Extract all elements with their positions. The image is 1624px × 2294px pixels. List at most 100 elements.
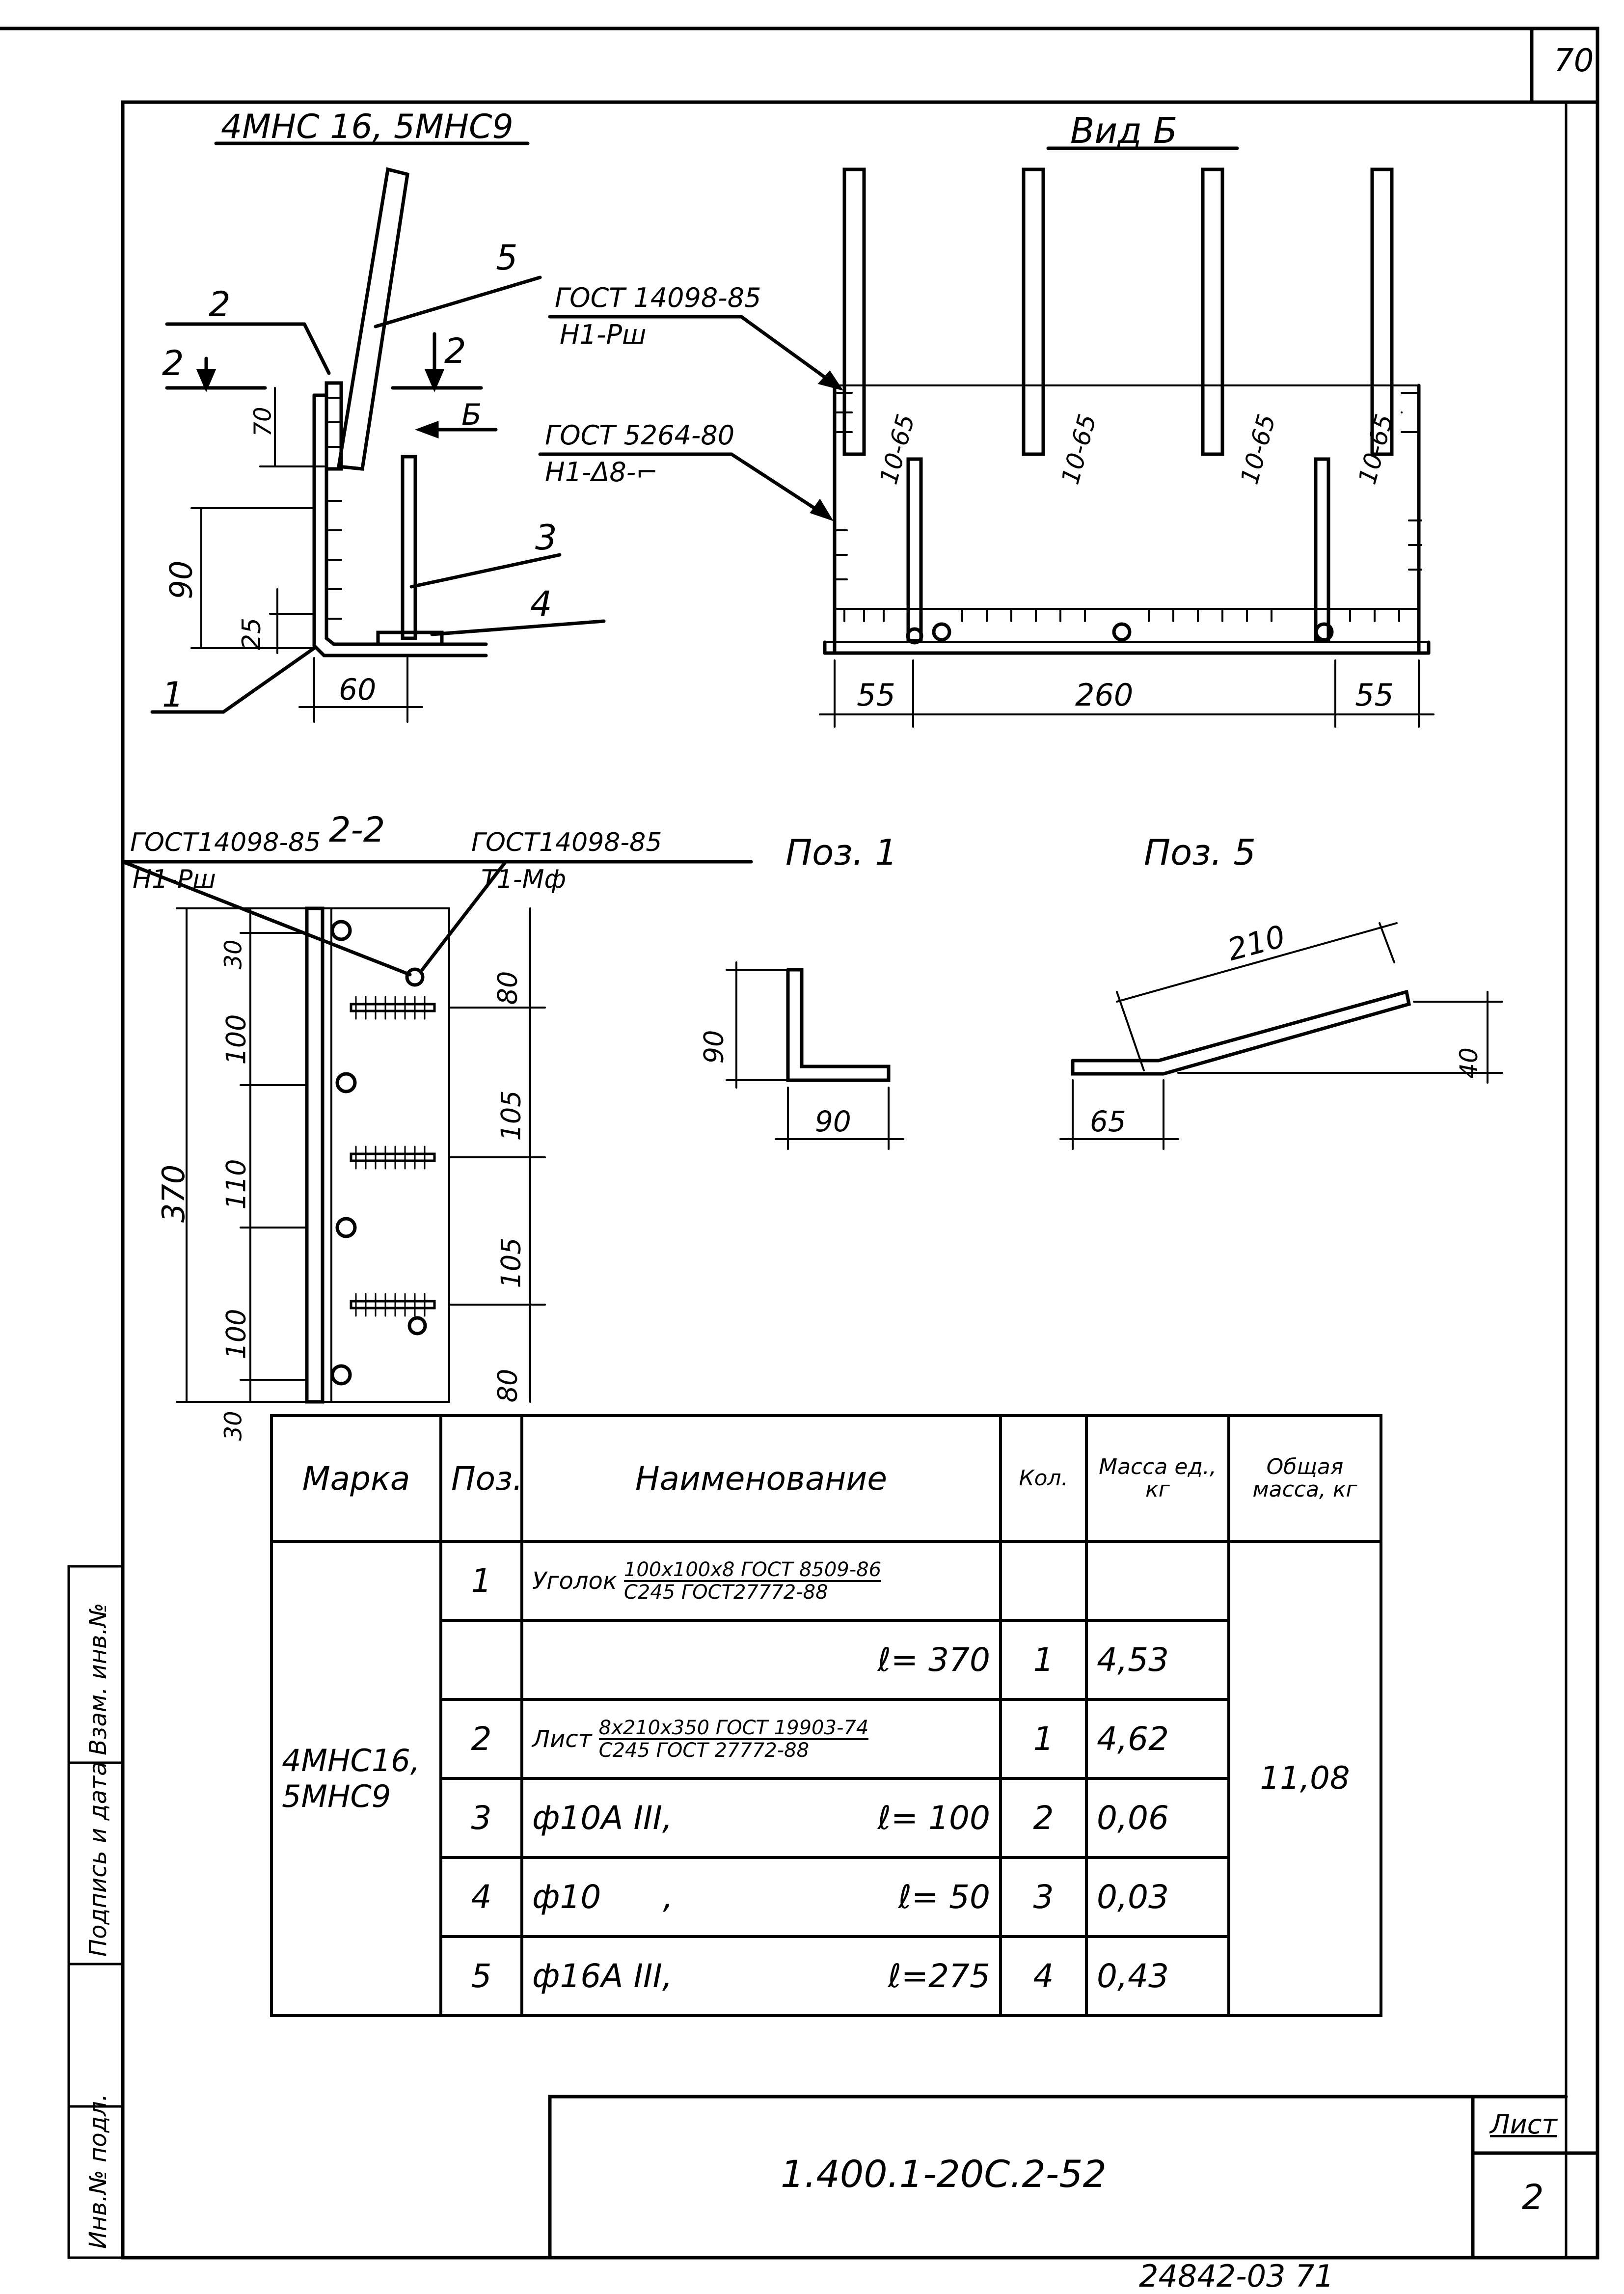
poz5-title: Поз. 5 (1144, 832, 1256, 873)
cell-mass: 4,53 (1085, 1619, 1230, 1701)
document-code: 1.400.1-20C.2-52 (781, 2152, 1107, 2196)
cell-kol: 3 (999, 1856, 1088, 1938)
sheet-label: Лист (1490, 2109, 1557, 2140)
main-view-title: 4МНС 16, 5МНС9 (221, 108, 514, 146)
sec-weld-right: ГОСТ14098-85 (471, 828, 662, 857)
sec-dim-370: 370 (156, 1164, 192, 1223)
title-block (548, 2095, 1568, 2260)
cut-label-left: 2 (162, 343, 184, 383)
cell-len: ℓ=275 (888, 1957, 990, 1995)
col-marka: Марка (270, 1414, 442, 1543)
cell-len: ℓ= 100 (877, 1799, 990, 1837)
leader-3: 3 (535, 518, 557, 558)
cell-name-main: ф16А III, (532, 1957, 673, 1995)
sec-dim-30-bottom: 30 (219, 1411, 247, 1441)
leader-5: 5 (496, 238, 518, 278)
sec-weld-left-sub: Н1-Рш (133, 865, 216, 894)
poz1-dim-90-h: 90 (815, 1105, 851, 1138)
cell-poz (439, 1619, 523, 1701)
poz1-drawing (726, 961, 904, 1150)
cell-poz: 5 (439, 1935, 523, 2017)
weld-note-gost5264-sub: Н1-Δ8-⌐ (545, 457, 658, 488)
cell-mass (1085, 1540, 1230, 1622)
cell-name-main: ф10А III, (532, 1799, 673, 1837)
dim-60: 60 (339, 673, 377, 707)
table-header-row: Марка Поз. Наименование Кол. Масса ед., … (270, 1414, 1382, 1543)
specification-table: Марка Поз. Наименование Кол. Масса ед., … (270, 1414, 1382, 2017)
cell-kol: 4 (999, 1935, 1088, 2017)
sec-dim-105-b: 105 (495, 1237, 527, 1288)
sec-dim-105-a: 105 (495, 1090, 527, 1141)
cell-kol: 2 (999, 1777, 1088, 1859)
sec-dim-80-bottom: 80 (492, 1368, 523, 1403)
sheet-number: 2 (1522, 2177, 1544, 2217)
dim-260: 260 (1075, 677, 1134, 713)
cell-poz: 4 (439, 1856, 523, 1938)
sec-dim-30-top: 30 (219, 939, 247, 970)
cell-len: ℓ= 370 (520, 1619, 1002, 1701)
dim-25: 25 (237, 617, 267, 651)
cell-poz: 1 (439, 1540, 523, 1622)
stamp-podpis-data: Подпись и дата (84, 1761, 112, 1957)
cell-poz: 3 (439, 1777, 523, 1859)
cell-name: ф10 ,ℓ= 50 (520, 1856, 1002, 1938)
side-stamp (67, 1565, 124, 2259)
weld-note-gost5264: ГОСТ 5264-80 (545, 420, 735, 451)
poz1-dim-90-v: 90 (698, 1030, 730, 1064)
table-row: 3 ф10А III, ℓ= 100 2 0,06 (271, 1777, 1381, 1859)
cut-label-right: 2 (444, 331, 466, 371)
stamp-vzam-inv: Взам. инв.№ (84, 1603, 112, 1755)
cell-kol (999, 1540, 1088, 1622)
weld-note-gost14098-sub: Н1-Рш (560, 319, 647, 350)
cell-name-top: 100х100х8 ГОСТ 8509-86 (623, 1558, 882, 1582)
cell-name-main: ф10 , (532, 1878, 674, 1916)
cell-mass: 0,43 (1085, 1935, 1230, 2017)
sec-dim-100-bottom: 100 (220, 1309, 252, 1360)
main-frame (121, 100, 1599, 2260)
table-row: 4 ф10 ,ℓ= 50 3 0,03 (271, 1856, 1381, 1938)
section-2-2 (121, 860, 753, 1404)
sec-dim-80-top: 80 (492, 971, 523, 1005)
cell-name-main: Лист (532, 1725, 592, 1753)
sec-weld-left: ГОСТ14098-85 (130, 828, 321, 857)
bottom-code: 24842-03 71 (1139, 2258, 1334, 2294)
dim-55-left: 55 (857, 677, 895, 713)
col-mass-ed: Масса ед., кг (1085, 1414, 1230, 1543)
col-kol: Кол. (999, 1414, 1088, 1543)
stamp-inv-podl: Инв.№ подл. (84, 2094, 112, 2249)
leader-2: 2 (209, 284, 231, 325)
cell-name-bot: С245 ГОСТ27772-88 (623, 1581, 828, 1604)
cell-mass: 0,06 (1085, 1777, 1230, 1859)
page-corner-number: 70 (1554, 43, 1594, 79)
cell-mass: 0,03 (1085, 1856, 1230, 1938)
col-name: Наименование (520, 1414, 1002, 1543)
view-arrow-label: Б (461, 398, 482, 432)
table-row: 4МНС16, 5МНС9 1 Уголок 100х100х8 ГОСТ 85… (270, 1540, 1382, 2017)
poz1-title: Поз. 1 (785, 832, 898, 873)
col-mass-total: Общая масса, кг (1227, 1414, 1382, 1543)
cell-kol: 1 (999, 1619, 1088, 1701)
weld-note-gost14098: ГОСТ 14098-85 (555, 282, 761, 313)
main-view (150, 141, 606, 723)
dim-90: 90 (163, 560, 199, 600)
cell-poz: 2 (439, 1698, 523, 1780)
sec-weld-right-sub: Т1-Мф (481, 865, 566, 894)
cell-name-main: Уголок (532, 1567, 617, 1595)
cell-marka: 4МНС16, 5МНС9 (270, 1540, 442, 2017)
dim-70: 70 (249, 407, 277, 437)
cell-mass: 4,62 (1085, 1698, 1230, 1780)
leader-1: 1 (162, 675, 184, 715)
poz5-dim-65: 65 (1090, 1105, 1126, 1138)
leader-4: 4 (530, 584, 552, 624)
cell-name-bot: С245 ГОСТ 27772-88 (598, 1739, 810, 1762)
section-2-2-title: 2-2 (329, 810, 385, 850)
view-b (538, 146, 1435, 728)
cell-total-mass: 11,08 (1227, 1540, 1382, 2017)
dim-55-right: 55 (1355, 677, 1394, 713)
poz5-dim-40: 40 (1454, 1047, 1483, 1079)
cell-kol: 1 (999, 1698, 1088, 1780)
table-row: ℓ= 370 1 4,53 (271, 1619, 1381, 1701)
